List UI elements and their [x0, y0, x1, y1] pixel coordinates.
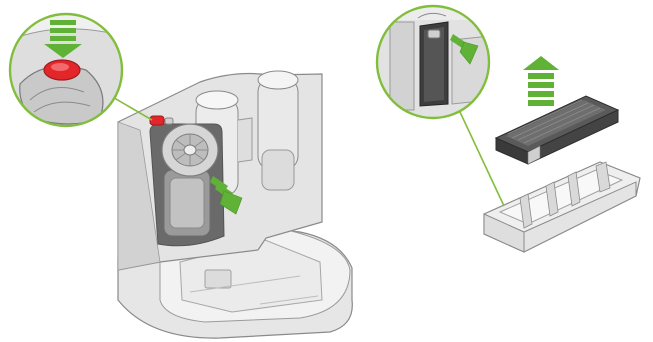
charging-contact-pad	[205, 270, 231, 288]
up-arrow-icon	[523, 56, 559, 106]
water-tank-rear	[258, 71, 298, 190]
filter-cartridge	[496, 96, 618, 164]
callout-leader-line	[460, 112, 504, 206]
dust-bin	[162, 124, 218, 236]
zoom-callout-icon	[377, 6, 490, 120]
filter-housing	[484, 162, 640, 252]
